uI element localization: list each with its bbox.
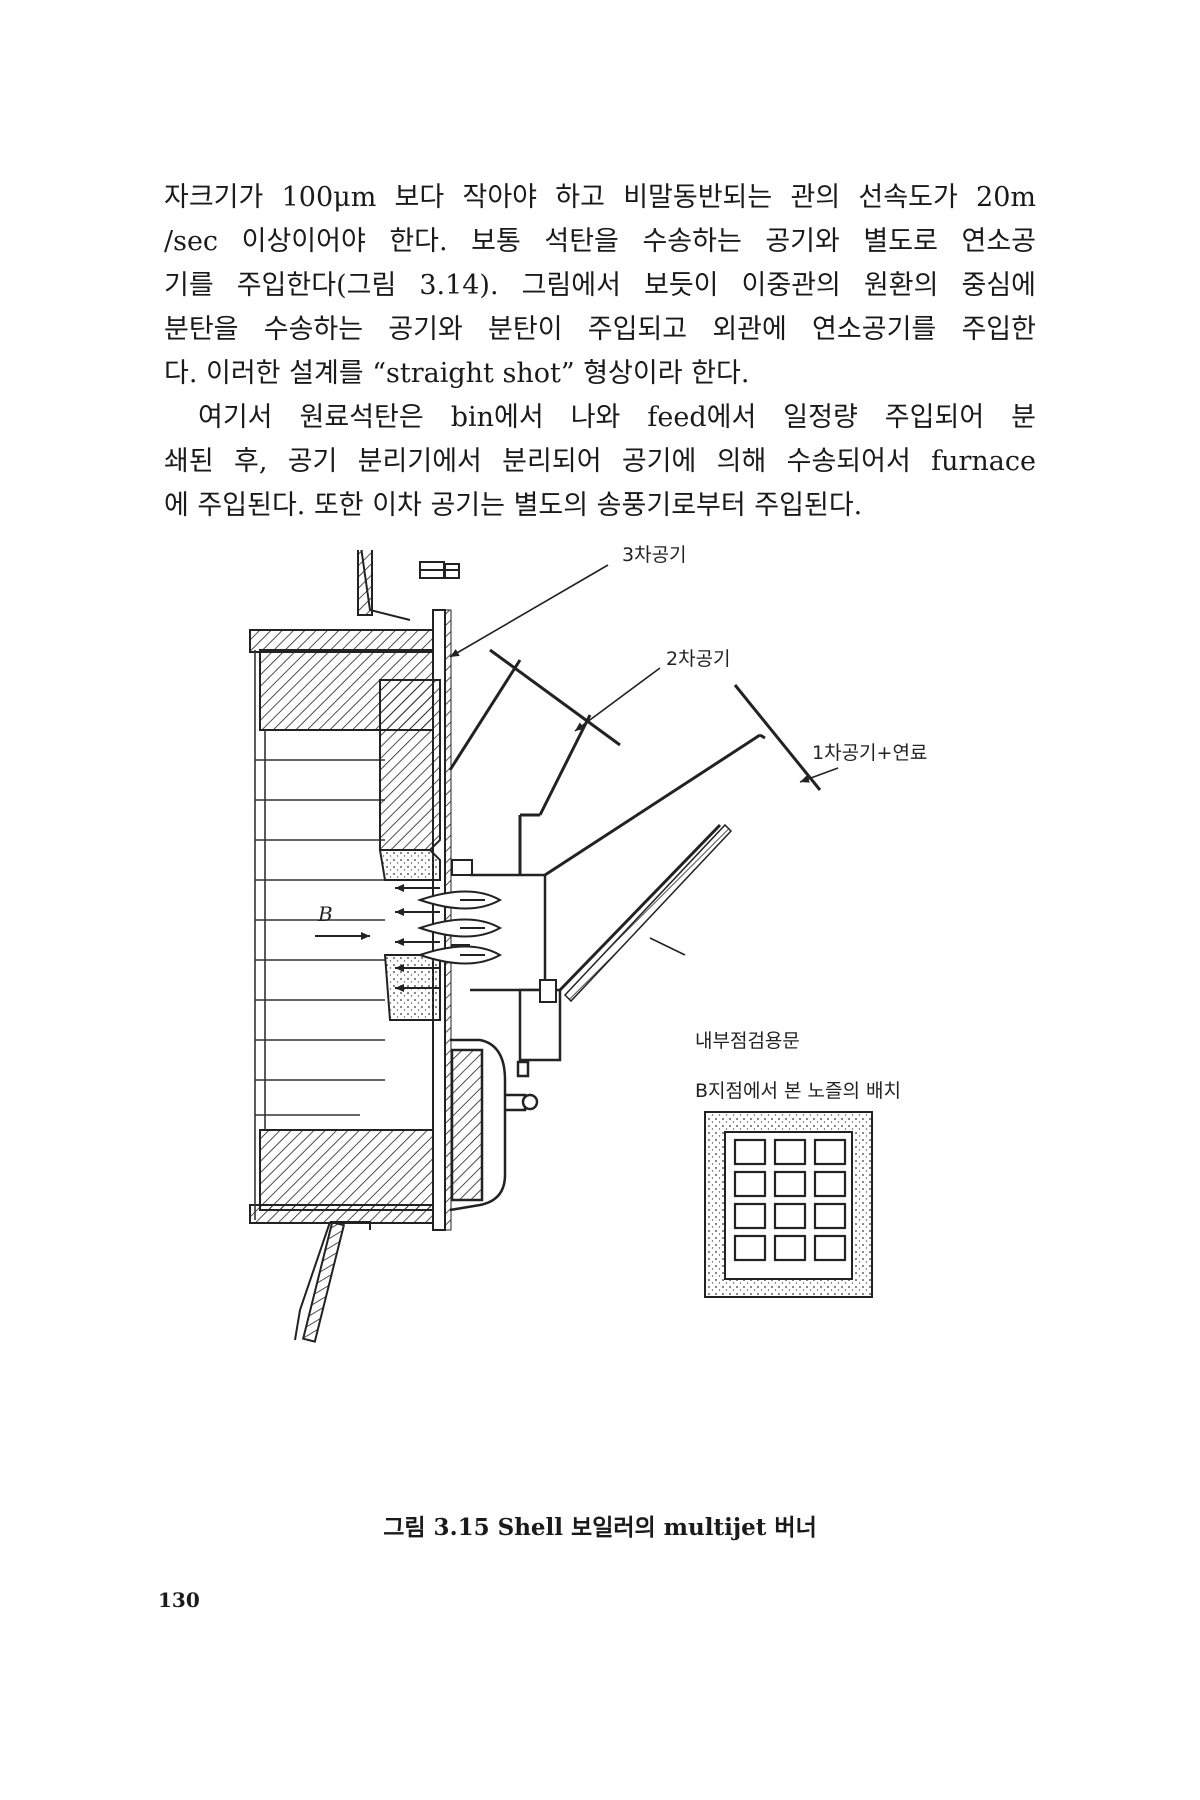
shell-wall-top <box>357 550 411 621</box>
text-line: 분탄을 수송하는 공기와 분탄이 주입되고 외관에 연소공기를 주입한 <box>164 314 1036 345</box>
label-secondary-air: 2차공기 <box>666 648 731 670</box>
burner-diagram <box>249 550 873 1343</box>
label-primary-air-fuel: 1차공기+연료 <box>812 742 928 764</box>
shell-wall-bottom <box>294 1221 371 1343</box>
text-line: 기를 주입한다(그림 3.14). 그림에서 보듯이 이중관의 원환의 중심에 <box>164 270 1036 301</box>
bolt <box>419 561 460 579</box>
text-line: /sec 이상이어야 한다. 보통 석탄을 수송하는 공기와 별도로 연소공 <box>164 226 1036 257</box>
primary-air-fuel-duct <box>544 684 822 992</box>
text-line: 쇄된 후, 공기 분리기에서 분리되어 공기에 의해 수송되어서 furnace <box>164 446 1036 477</box>
access-door <box>449 1038 539 1212</box>
label-nozzle-layout: B지점에서 본 노즐의 배치 <box>695 1080 901 1102</box>
furnace-lines <box>254 650 385 1220</box>
refractory-bottom <box>259 1129 436 1211</box>
label-point-b: B <box>318 902 333 926</box>
text-line: 자크기가 100μm 보다 작아야 하고 비말동반되는 관의 선속도가 20m <box>164 182 1036 213</box>
paragraph-1: 자크기가 100μm 보다 작아야 하고 비말동반되는 관의 선속도가 20m … <box>164 176 1036 396</box>
text-line: 여기서 원료석탄은 bin에서 나와 feed에서 일정량 주입되어 분 <box>198 402 1036 433</box>
page-number: 130 <box>158 1588 200 1612</box>
label-tertiary-air: 3차공기 <box>622 544 687 566</box>
label-inspection-door: 내부점검용문 <box>695 1030 800 1052</box>
text-line: 다. 이러한 설계를 “straight shot” 형상이라 한다. <box>164 358 750 389</box>
figure-caption: 그림 3.15 Shell 보일러의 multijet 버너 <box>383 1514 817 1541</box>
burner-figure: 3차공기 2차공기 1차공기+연료 내부점검용문 B B지점에서 본 노즐의 배… <box>0 544 1200 1490</box>
secondary-air-duct <box>448 648 621 880</box>
paragraph-2: 여기서 원료석탄은 bin에서 나와 feed에서 일정량 주입되어 분 쇄된 … <box>164 396 1036 528</box>
nozzle-flames <box>416 890 503 965</box>
flow-arrows <box>395 884 440 992</box>
quarl-upper <box>379 679 441 851</box>
text-line: 에 주입된다. 또한 이차 공기는 별도의 송풍기로부터 주입된다. <box>164 490 863 521</box>
nozzle-grid <box>733 1138 847 1262</box>
